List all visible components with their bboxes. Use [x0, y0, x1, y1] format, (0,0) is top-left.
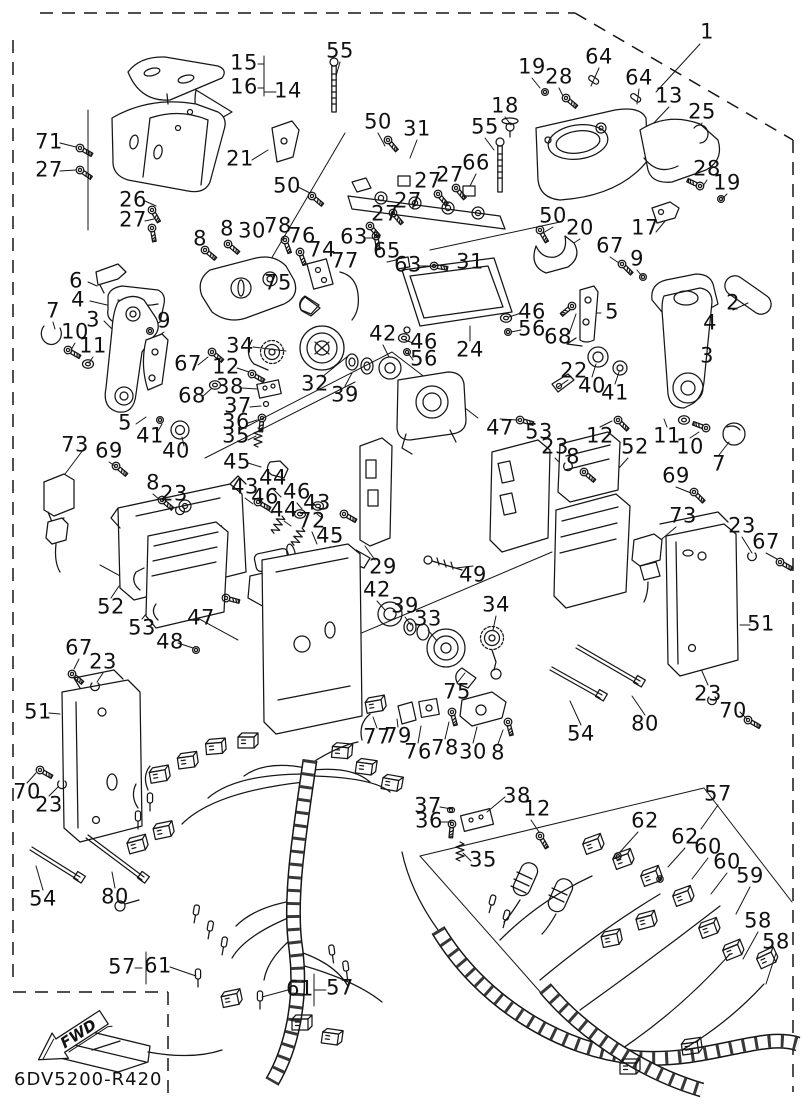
gear-cluster-lower	[378, 602, 505, 688]
bolt-55-left	[330, 58, 338, 112]
dashed-border	[13, 13, 793, 1100]
remote-handle	[552, 272, 775, 445]
diagram-code: 6DV5200-R420	[14, 1069, 163, 1090]
cable-tie-80-left	[86, 835, 149, 883]
lever-group-left	[41, 264, 189, 439]
leader-lines	[27, 44, 777, 1006]
mount-bracket-top	[112, 57, 232, 192]
switch-plate-lower	[450, 808, 494, 862]
gear-cluster-upper	[248, 296, 401, 478]
cable-tie-54-left	[30, 847, 85, 883]
mount-plate-center	[262, 544, 362, 734]
cover-51-left	[62, 670, 142, 842]
wiring-harness-right	[402, 832, 798, 1090]
bracket-frame-24	[402, 258, 512, 333]
fasteners	[34, 87, 795, 851]
bracket-21	[272, 121, 299, 162]
control-unit-body	[360, 372, 466, 570]
bolt-55-right	[496, 138, 504, 192]
ecu-left	[44, 474, 246, 628]
cable-rail-31	[348, 176, 505, 269]
cable-tie-54-right	[550, 667, 607, 701]
switch-assembly-lower	[361, 692, 506, 740]
ecu-right	[490, 432, 738, 676]
main-switch-assembly	[200, 257, 358, 320]
cable-clamp-20	[534, 236, 577, 273]
wiring-harness-left	[60, 732, 405, 1082]
cable-tie-80-right	[576, 645, 645, 687]
handle-housing-13	[502, 75, 720, 223]
